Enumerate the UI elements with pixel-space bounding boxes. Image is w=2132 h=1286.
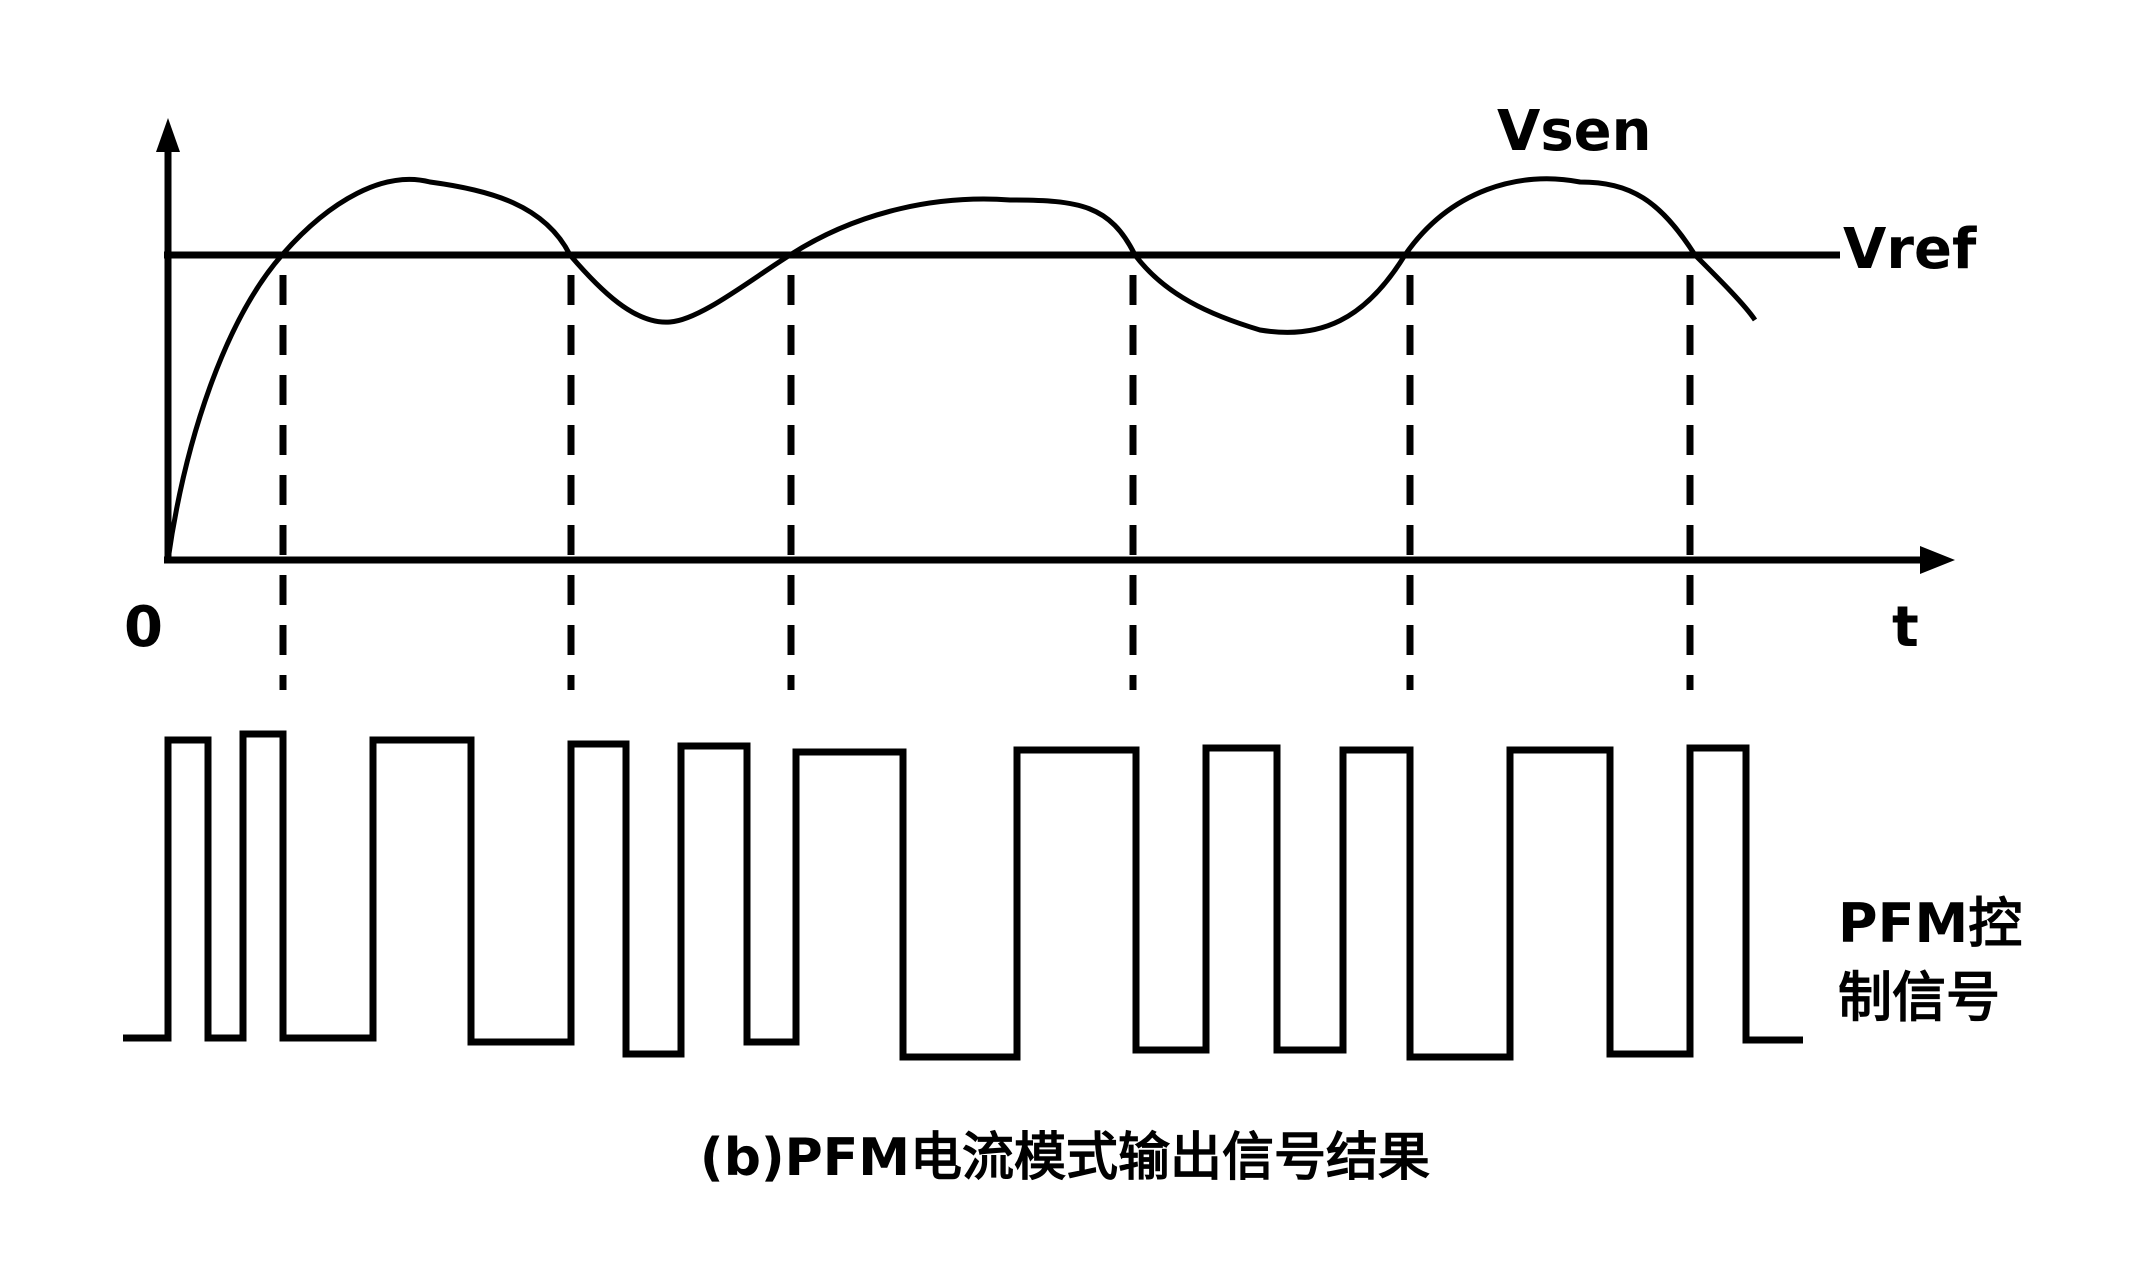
- y-axis-arrowhead: [156, 118, 180, 152]
- vsen-curve: [165, 176, 1758, 561]
- figure-caption: (b)PFM电流模式输出信号结果: [700, 1128, 1430, 1188]
- time-axis-label: t: [1892, 595, 1919, 660]
- x-axis-arrowhead: [1920, 546, 1955, 574]
- pfm-signal-label-line1: PFM控: [1838, 892, 2022, 955]
- vsen-label: Vsen: [1497, 99, 1652, 164]
- pfm-signal-label-line2: 制信号: [1838, 966, 2000, 1029]
- vref-label: Vref: [1843, 217, 1977, 282]
- origin-label: 0: [124, 595, 163, 660]
- pfm-pulse-train: [123, 730, 1803, 1061]
- crossing-markers: [279, 275, 1694, 690]
- axes: [164, 140, 1925, 564]
